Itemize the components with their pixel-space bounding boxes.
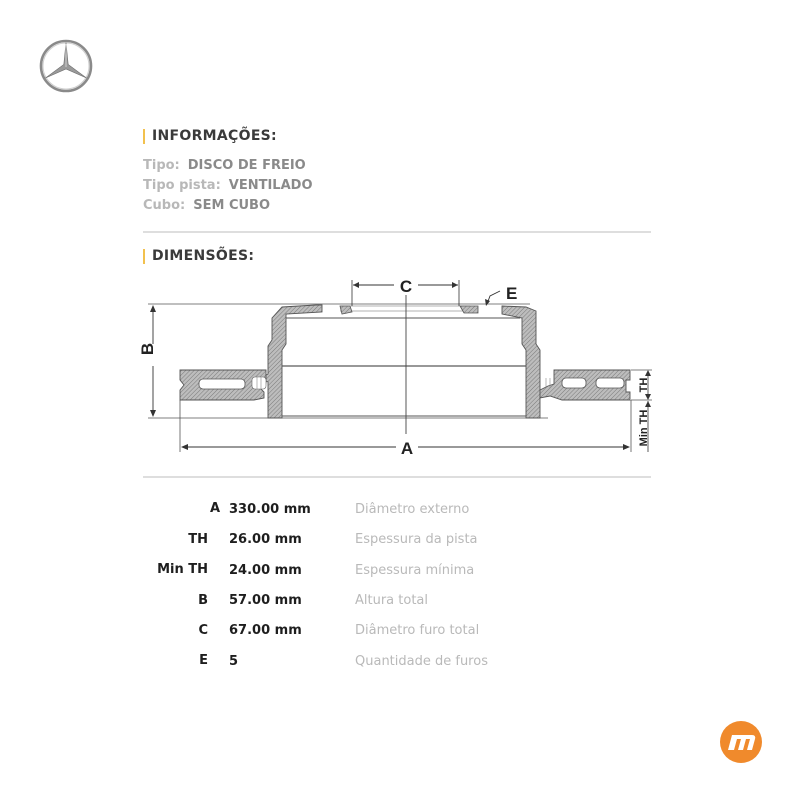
label-MinTH: Min TH (638, 410, 650, 447)
info-label: Tipo pista: (143, 178, 221, 193)
spec-desc: Diâmetro furo total (355, 623, 480, 638)
spec-desc: Altura total (355, 593, 429, 608)
info-row-tipo-pista: Tipo pista: VENTILADO (143, 178, 313, 193)
label-TH: TH (638, 378, 650, 393)
m-brand-logo-icon (720, 721, 762, 763)
label-E: E (506, 284, 517, 303)
spec-value: 67.00 mm (229, 623, 302, 638)
spec-row-E: E (138, 649, 208, 673)
mercedes-star-icon (39, 39, 93, 93)
info-row-tipo: Tipo: DISCO DE FREIO (143, 158, 306, 173)
spec-key: A (209, 501, 220, 516)
spec-key: B (198, 593, 208, 608)
info-label: Tipo: (143, 158, 180, 173)
spec-row-B: B (138, 589, 208, 613)
dimensions-title-text: DIMENSÕES: (152, 248, 255, 264)
info-value: SEM CUBO (193, 198, 270, 213)
accent-bar (143, 248, 145, 264)
spec-value: 330.00 mm (229, 502, 311, 517)
label-A: A (401, 439, 413, 458)
spec-value: 57.00 mm (229, 593, 302, 608)
accent-bar (143, 128, 145, 144)
info-section-title: INFORMAÇÕES: (143, 128, 277, 144)
brake-disc-cross-section-drawing: B A C E TH Min TH (140, 275, 652, 458)
spec-value: 5 (229, 654, 239, 669)
label-B: B (140, 343, 157, 355)
spec-row-C: C (138, 619, 208, 643)
spec-key: C (198, 623, 208, 638)
spec-key: Min TH (157, 562, 208, 577)
dimensions-section-title: DIMENSÕES: (143, 248, 254, 264)
spec-value: 26.00 mm (229, 532, 302, 547)
info-row-cubo: Cubo: SEM CUBO (143, 198, 270, 213)
spec-row-A: A (150, 497, 220, 521)
divider (143, 476, 651, 478)
info-title-text: INFORMAÇÕES: (152, 128, 277, 144)
info-label: Cubo: (143, 198, 186, 213)
spec-desc: Diâmetro externo (355, 502, 470, 517)
spec-desc: Espessura da pista (355, 532, 478, 547)
spec-value: 24.00 mm (229, 563, 302, 578)
spec-desc: Espessura mínima (355, 563, 475, 578)
spec-row-TH: TH (138, 528, 208, 552)
label-C: C (400, 277, 412, 296)
spec-row-MinTH: Min TH (138, 558, 208, 582)
info-value: VENTILADO (228, 178, 313, 193)
info-value: DISCO DE FREIO (187, 158, 306, 173)
spec-key: E (199, 653, 208, 668)
spec-desc: Quantidade de furos (355, 654, 488, 669)
spec-key: TH (188, 532, 208, 547)
divider (143, 231, 651, 233)
